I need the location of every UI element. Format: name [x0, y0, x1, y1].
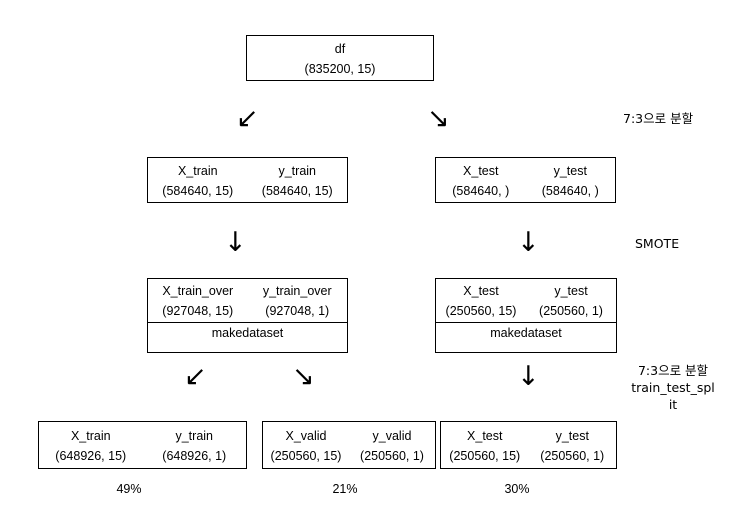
- box-train-split-name-x: X_train: [177, 163, 218, 178]
- box-final-train-shape-y: (648926, 1): [162, 448, 227, 463]
- box-test-split-shapes: (584640, ) (584640, ): [436, 181, 615, 202]
- box-train-over-divider: [148, 322, 347, 323]
- box-train-over-shape-x: (927048, 15): [162, 304, 234, 318]
- box-final-test-shapes: (250560, 15) (250560, 1): [441, 446, 616, 467]
- arrow-down-left-final-train: ↙: [184, 361, 207, 392]
- box-train-over-name-y: y_train_over: [262, 284, 332, 298]
- box-df-name: df: [334, 41, 346, 56]
- box-final-test: X_test y_test (250560, 15) (250560, 1): [440, 421, 617, 469]
- box-train-split-shape-y: (584640, 15): [261, 183, 333, 198]
- arrow-down-smote-train: ↓: [224, 227, 247, 258]
- box-final-train-shapes: (648926, 15) (648926, 1): [39, 446, 246, 467]
- box-final-valid-shapes: (250560, 15) (250560, 1): [263, 446, 435, 467]
- box-final-train-names: X_train y_train: [39, 424, 246, 446]
- box-train-over: X_train_over y_train_over (927048, 15) (…: [147, 278, 348, 353]
- box-test-over-name-x: X_test: [463, 284, 499, 298]
- box-final-train-name-x: X_train: [70, 428, 111, 443]
- box-final-valid-names: X_valid y_valid: [263, 424, 435, 446]
- arrow-down-final-test: ↓: [517, 361, 540, 392]
- box-train-split-names: X_train y_train: [148, 159, 347, 181]
- box-test-over-shape-x: (250560, 15): [445, 304, 517, 318]
- box-test-over-shape-y: (250560, 1): [539, 304, 603, 318]
- box-final-test-name-y: y_test: [555, 428, 589, 443]
- box-final-valid: X_valid y_valid (250560, 15) (250560, 1): [262, 421, 436, 469]
- box-final-train: X_train y_train (648926, 15) (648926, 1): [38, 421, 247, 469]
- box-test-split-shape-x: (584640, ): [452, 183, 510, 198]
- box-df: df (835200, 15): [246, 35, 434, 81]
- box-test-split-names: X_test y_test: [436, 159, 615, 181]
- arrow-down-right-split-test: ↘: [427, 103, 450, 134]
- box-final-train-shape-x: (648926, 15): [55, 448, 127, 463]
- box-train-over-shape-y: (927048, 1): [265, 304, 330, 318]
- annotation-smote: SMOTE: [635, 236, 680, 251]
- box-test-over-names: X_test y_test: [436, 279, 616, 301]
- box-test-over: X_test y_test (250560, 15) (250560, 1) m…: [435, 278, 617, 353]
- box-test-split-shape-y: (584640, ): [541, 183, 599, 198]
- percent-test: 30%: [504, 482, 530, 496]
- box-final-test-name-x: X_test: [467, 428, 503, 443]
- box-final-valid-name-y: y_valid: [372, 428, 412, 443]
- box-train-over-shapes: (927048, 15) (927048, 1): [148, 301, 347, 322]
- box-test-over-shapes: (250560, 15) (250560, 1): [436, 301, 616, 322]
- box-train-split-shape-x: (584640, 15): [162, 183, 234, 198]
- arrow-down-smote-test: ↓: [517, 227, 540, 258]
- box-final-test-shape-x: (250560, 15): [449, 448, 521, 463]
- arrow-down-right-final-valid: ↘: [292, 361, 315, 392]
- box-train-split-name-y: y_train: [278, 163, 317, 178]
- box-test-split-name-x: X_test: [463, 163, 499, 178]
- annotation-split-73-train-test-split: 7:3으로 분할 train_test_spl it: [631, 363, 715, 412]
- box-test-over-footer: makedataset: [490, 326, 562, 340]
- box-train-split-shapes: (584640, 15) (584640, 15): [148, 181, 347, 202]
- box-test-over-name-y: y_test: [554, 284, 588, 298]
- box-final-valid-name-x: X_valid: [285, 428, 327, 443]
- arrow-down-left-split-train: ↙: [236, 103, 259, 134]
- percent-train: 49%: [116, 482, 142, 496]
- percent-valid: 21%: [332, 482, 358, 496]
- box-test-split: X_test y_test (584640, ) (584640, ): [435, 157, 616, 203]
- box-final-train-name-y: y_train: [175, 428, 214, 443]
- box-train-over-names: X_train_over y_train_over: [148, 279, 347, 301]
- box-test-over-divider: [436, 322, 616, 323]
- box-final-valid-shape-x: (250560, 15): [270, 448, 342, 463]
- box-test-split-name-y: y_test: [553, 163, 587, 178]
- box-final-test-names: X_test y_test: [441, 424, 616, 446]
- box-final-valid-shape-y: (250560, 1): [360, 448, 424, 463]
- box-train-over-footer: makedataset: [211, 326, 284, 340]
- annotation-split-73: 7:3으로 분할: [623, 111, 694, 126]
- box-train-over-name-x: X_train_over: [162, 284, 234, 298]
- box-train-split: X_train y_train (584640, 15) (584640, 15…: [147, 157, 348, 203]
- box-df-shape: (835200, 15): [304, 61, 376, 76]
- box-final-test-shape-y: (250560, 1): [540, 448, 605, 463]
